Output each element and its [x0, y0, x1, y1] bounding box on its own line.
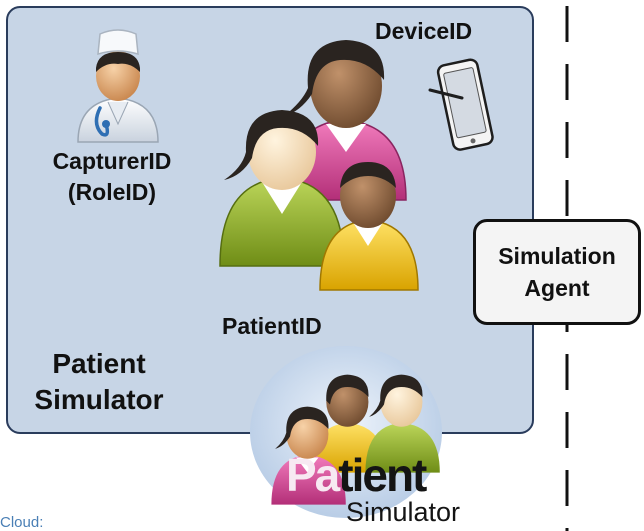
patient-figure-green: [219, 110, 345, 267]
patient-group-icon: [219, 40, 419, 291]
logo-word-patient-pa: Pa: [286, 449, 340, 501]
patient-figure-yellow: [319, 162, 419, 291]
footer-cloud-text: Cloud:: [0, 514, 44, 531]
nurse-icon: [77, 29, 159, 143]
device-label: DeviceID: [375, 18, 473, 44]
simulation-agent-label-line2: Agent: [524, 275, 590, 301]
logo-word-patient-tient: tient: [338, 449, 427, 501]
simulation-agent-box: Simulation Agent: [473, 219, 641, 325]
patient-id-label: PatientID: [222, 313, 322, 339]
logo-word-simulator: Simulator: [346, 497, 461, 527]
patient-simulator-logo-icon: [250, 346, 442, 518]
capturer-label: CapturerID (RoleID): [52, 148, 172, 205]
tablet-device-icon: [428, 58, 494, 151]
simulation-agent-label-line1: Simulation: [498, 243, 616, 269]
panel-title: Patient Simulator: [34, 348, 164, 415]
logo-word-patient: Patient: [286, 448, 427, 502]
